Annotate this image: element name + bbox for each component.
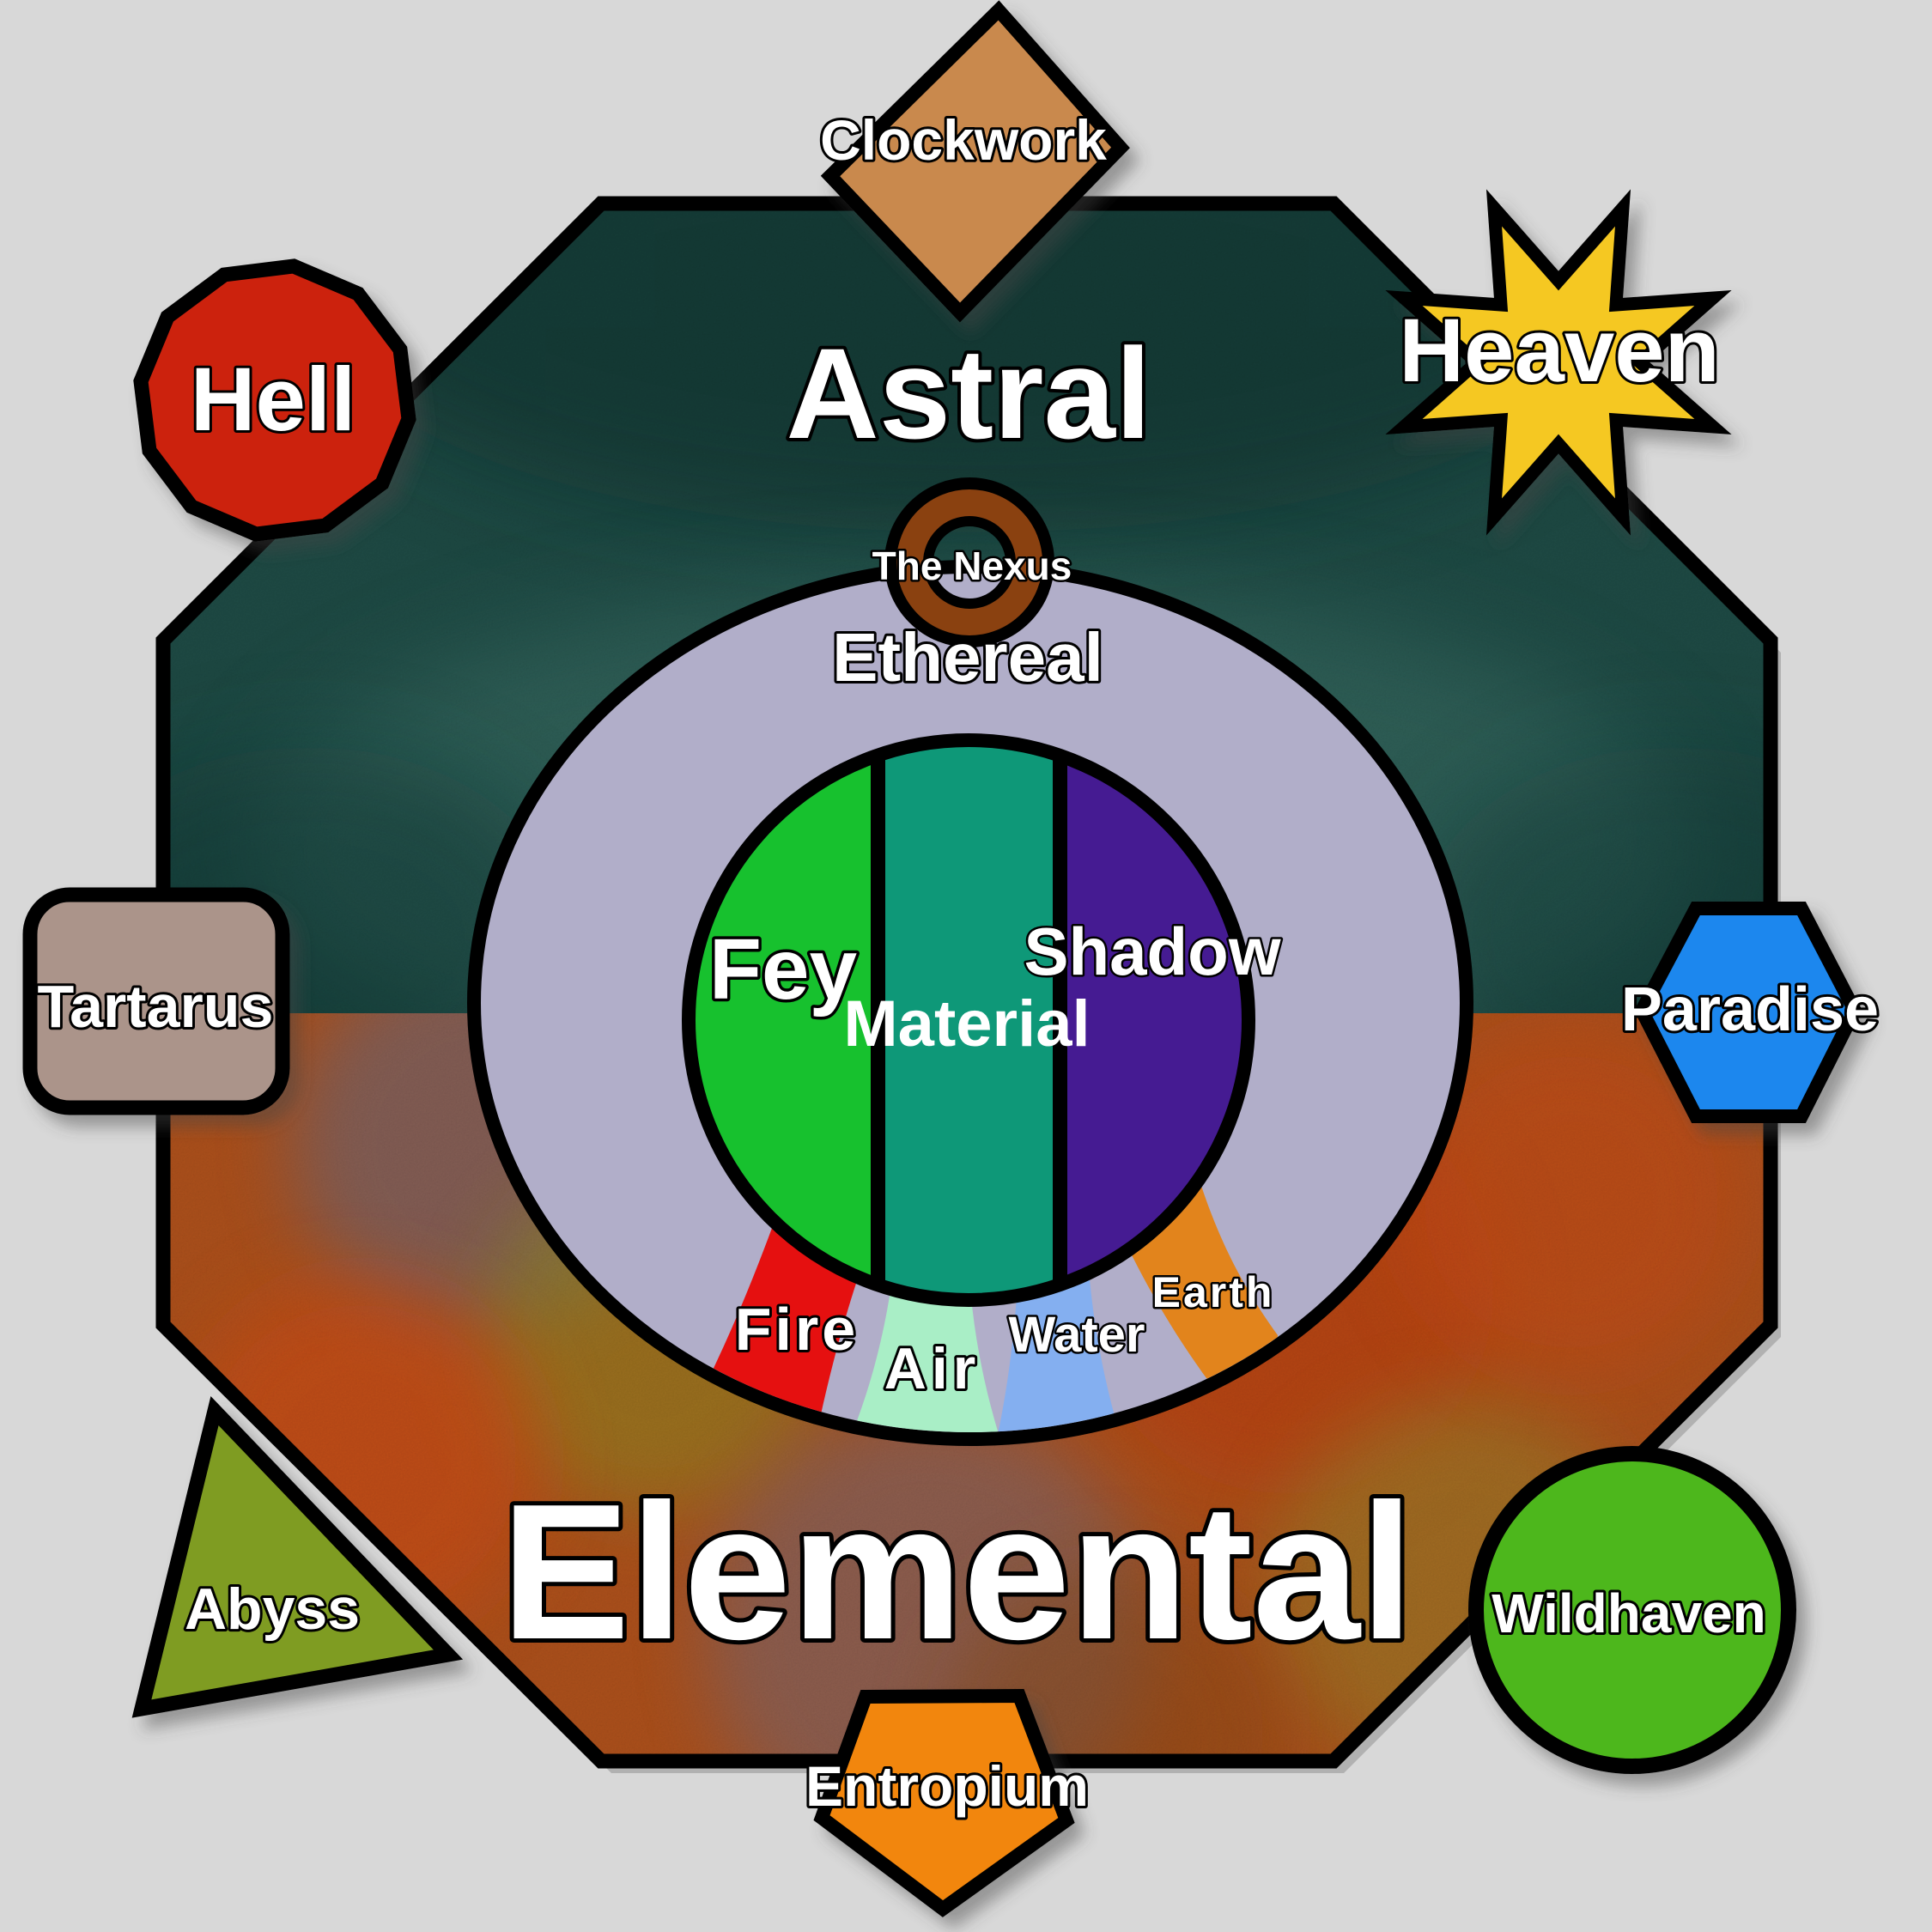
air-label: Air xyxy=(884,1336,981,1401)
plane-clockwork xyxy=(820,0,1130,323)
band-separator-left xyxy=(871,745,885,1295)
elemental-label: Elemental xyxy=(501,1463,1414,1680)
heaven-shape xyxy=(1385,189,1732,536)
abyss-shape xyxy=(131,1395,464,1718)
plane-heaven xyxy=(1385,189,1732,536)
paradise-label: Paradise xyxy=(1621,975,1879,1044)
water-stream xyxy=(994,1243,1125,1432)
nexus-outer-border xyxy=(884,477,1054,647)
entropium-shape xyxy=(813,1688,1075,1917)
plane-abyss xyxy=(131,1395,464,1718)
fire-label: Fire xyxy=(735,1296,859,1363)
nexus-inner-border xyxy=(923,516,1016,609)
material-band xyxy=(878,745,1060,1295)
plane-wildhaven xyxy=(1468,1446,1796,1774)
astral-label: Astral xyxy=(786,321,1151,465)
plane-entropium xyxy=(813,1688,1075,1917)
material-circle-border xyxy=(682,733,1255,1307)
ethereal-label: Ethereal xyxy=(832,619,1103,696)
wildhaven-label: Wildhaven xyxy=(1492,1583,1765,1644)
air-stream xyxy=(848,1254,1013,1432)
clockwork-shape xyxy=(820,0,1130,323)
clockwork-label: Clockwork xyxy=(820,108,1107,172)
band-separator-right xyxy=(1053,745,1067,1295)
tartarus-shape xyxy=(22,887,290,1115)
earth-label: Earth xyxy=(1152,1268,1275,1316)
shadow-label: Shadow xyxy=(1024,914,1280,989)
nexus-label: The Nexus xyxy=(872,544,1072,588)
plane-tartarus xyxy=(22,887,290,1115)
plane-hell xyxy=(133,258,416,542)
nexus-ring xyxy=(890,483,1048,641)
entropium-label: Entropium xyxy=(805,1754,1089,1818)
material-label: Material xyxy=(843,987,1090,1060)
hell-shape xyxy=(133,258,416,542)
wildhaven-shape xyxy=(1468,1446,1796,1774)
hell-label: Hell xyxy=(191,349,356,450)
fey-label: Fey xyxy=(709,921,858,1018)
abyss-label: Abyss xyxy=(185,1577,360,1642)
earth-stream xyxy=(1115,1183,1278,1408)
tartarus-label: Tartarus xyxy=(38,973,274,1040)
water-label: Water xyxy=(1009,1307,1145,1363)
paradise-shape xyxy=(1633,902,1862,1123)
plane-paradise xyxy=(1633,902,1862,1123)
heaven-label: Heaven xyxy=(1399,301,1720,401)
